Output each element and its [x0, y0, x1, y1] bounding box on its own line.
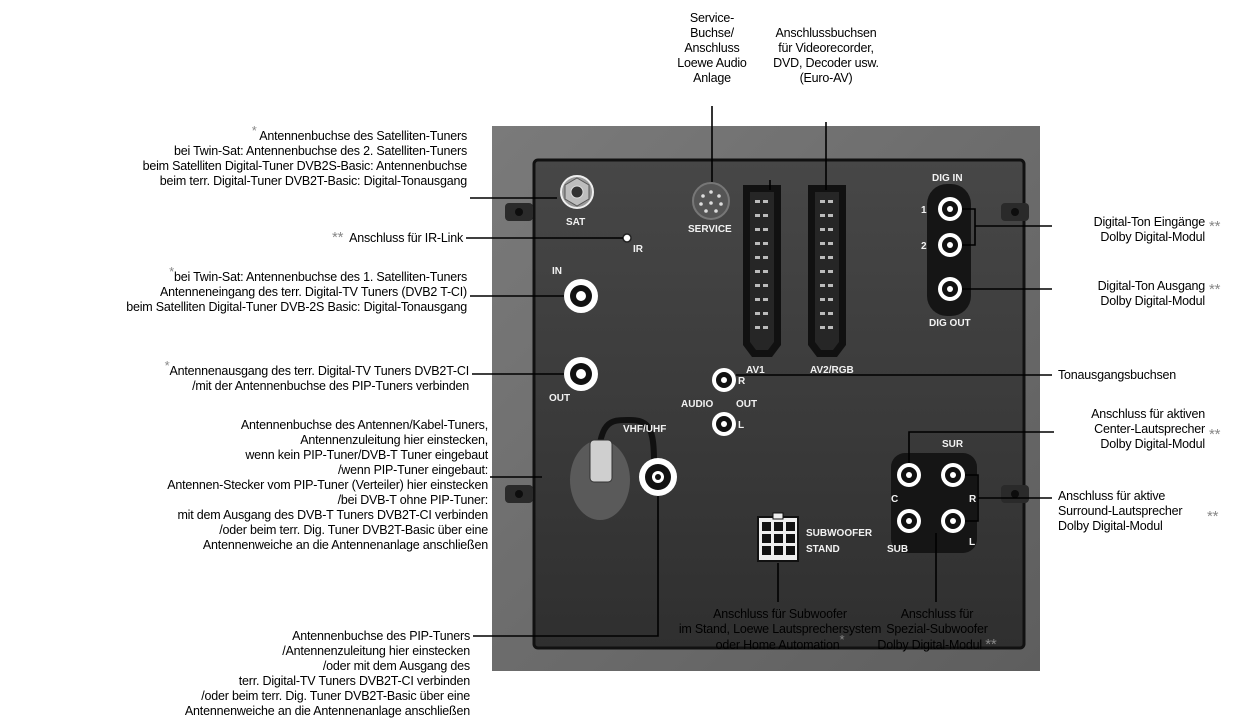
label-ir: IR	[633, 244, 644, 255]
dig-out-jack[interactable]	[938, 277, 962, 301]
callout-pip: Antennenbuchse des PIP-Tuners /Antennenz…	[184, 629, 470, 718]
callout-ir: ** Anschluss für IR-Link	[331, 229, 463, 246]
double-asterisk-marker: **	[331, 229, 344, 246]
callout-in: *bei Twin-Sat: Antennenbuchse des 1. Sat…	[126, 264, 467, 314]
ir-jack[interactable]	[622, 233, 632, 243]
label-sub: SUB	[887, 544, 908, 555]
callout-subwoofer-stand: Anschluss für Subwoofer im Stand, Loewe …	[678, 607, 882, 652]
scart-av2[interactable]	[808, 185, 846, 357]
label-vhf-uhf: VHF/UHF	[623, 424, 666, 435]
callout-out: *Antennenausgang des terr. Digital-TV Tu…	[164, 358, 470, 393]
label-c: C	[891, 494, 898, 505]
double-asterisk-marker: **	[1207, 508, 1219, 525]
leader-lines	[466, 106, 1054, 637]
label-audio-l: L	[738, 420, 744, 431]
asterisk-marker: *	[169, 264, 174, 279]
label-dig-in: DIG IN	[932, 173, 963, 184]
surround-l-jack[interactable]	[941, 509, 965, 533]
label-stand: STAND	[806, 544, 840, 555]
double-asterisk-marker: **	[985, 636, 997, 653]
center-jack[interactable]	[897, 463, 921, 487]
surround-r-jack[interactable]	[941, 463, 965, 487]
callout-dig-out: Digital-Ton Ausgang Dolby Digital-Modul	[1097, 279, 1206, 308]
callout-euro-av: Anschlussbuchsen für Videorecorder, DVD,…	[773, 26, 879, 85]
service-socket[interactable]	[692, 182, 730, 220]
asterisk-marker: *	[251, 123, 257, 138]
double-asterisk-marker: **	[1209, 218, 1221, 235]
subwoofer-stand-socket[interactable]	[757, 512, 799, 562]
label-out: OUT	[549, 393, 570, 404]
label-r: R	[969, 494, 977, 505]
label-audio-r: R	[738, 376, 746, 387]
callout-surround: Anschluss für aktive Surround-Lautsprech…	[1058, 489, 1183, 533]
antenna-in-connector[interactable]	[564, 279, 598, 313]
label-av2: AV2/RGB	[810, 365, 854, 376]
dig-in-2-jack[interactable]	[938, 233, 962, 257]
sat-connector[interactable]	[560, 175, 594, 209]
label-l: L	[969, 537, 975, 548]
label-in: IN	[552, 266, 562, 277]
label-subwoofer: SUBWOOFER	[806, 528, 873, 539]
asterisk-marker: *	[839, 632, 845, 647]
asterisk-marker: *	[164, 358, 170, 373]
label-service: SERVICE	[688, 224, 732, 235]
vhf-uhf-antenna-cable	[570, 416, 657, 520]
dig-in-1-jack[interactable]	[938, 197, 962, 221]
label-av1: AV1	[746, 365, 765, 376]
audio-out-l-jack[interactable]	[712, 412, 736, 436]
callout-spezial-subwoofer: Anschluss für Spezial-Subwoofer Dolby Di…	[877, 607, 997, 653]
label-sur: SUR	[942, 439, 964, 450]
callout-sat: * Antennenbuchse des Satelliten-Tuners b…	[142, 123, 468, 188]
label-dig-in-2: 2	[921, 241, 927, 252]
callout-center: Anschluss für aktiven Center-Lautspreche…	[1091, 407, 1205, 451]
vhf-uhf-connector[interactable]	[639, 458, 677, 496]
scart-av1[interactable]	[743, 185, 781, 357]
label-dig-in-1: 1	[921, 205, 927, 216]
label-sat: SAT	[566, 217, 585, 228]
label-audio: AUDIO	[681, 399, 713, 410]
sub-jack[interactable]	[897, 509, 921, 533]
callout-service: Service- Buchse/ Anschluss Loewe Audio A…	[677, 11, 747, 85]
double-asterisk-marker: **	[1209, 426, 1221, 443]
audio-out-r-jack[interactable]	[712, 368, 736, 392]
callout-vhf-uhf: Antennenbuchse des Antennen/Kabel-Tuners…	[167, 418, 488, 552]
double-asterisk-marker: **	[1209, 281, 1221, 298]
label-audio-out: OUT	[736, 399, 757, 410]
antenna-out-connector[interactable]	[564, 357, 598, 391]
callout-audio-out: Tonausgangsbuchsen	[1058, 368, 1177, 382]
callout-dig-in: Digital-Ton Eingänge Dolby Digital-Modul	[1093, 215, 1206, 244]
label-dig-out: DIG OUT	[929, 318, 971, 329]
